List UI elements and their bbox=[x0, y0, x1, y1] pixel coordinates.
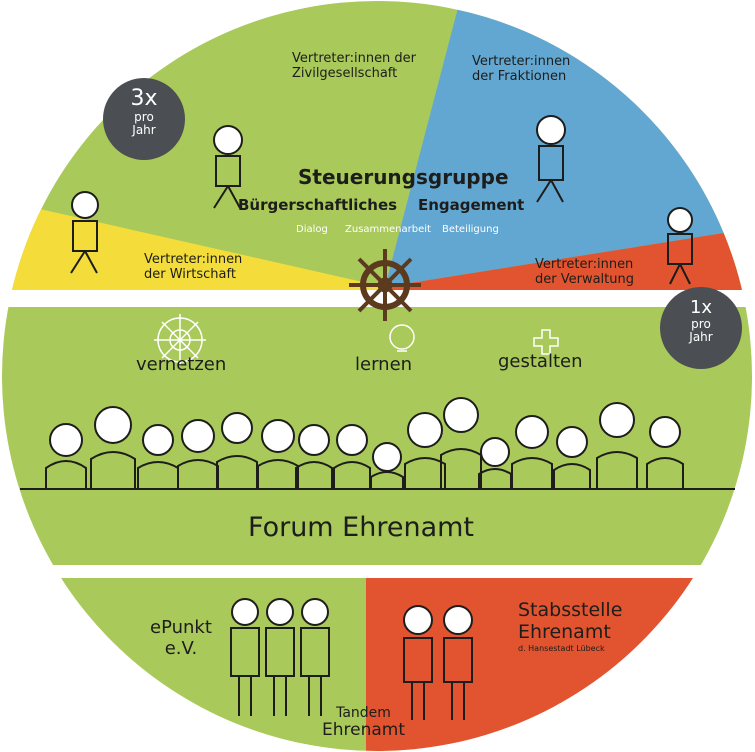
frequency-pro: pro bbox=[134, 110, 154, 124]
people-crowd-icon bbox=[45, 115, 693, 720]
stabsstelle-label: Stabsstelle Ehrenamt d. Hansestadt Lübec… bbox=[518, 599, 623, 653]
stabsstelle-line3: d. Hansestadt Lübeck bbox=[518, 643, 605, 653]
steering-frequency-badge: 3x pro Jahr bbox=[103, 78, 185, 160]
group-label-line1: Vertreter:innen bbox=[472, 54, 571, 69]
frequency-jahr: Jahr bbox=[132, 123, 156, 138]
activity-gestalten: gestalten bbox=[498, 351, 583, 372]
group-label-line2: der Verwaltung bbox=[535, 271, 634, 287]
group-factions: Vertreter:innen der Fraktionen bbox=[472, 54, 571, 85]
group-label-line2: der Fraktionen bbox=[472, 68, 567, 84]
frequency-pro: pro bbox=[691, 317, 711, 331]
frequency-count: 1x bbox=[689, 297, 713, 318]
group-label-line2: der Wirtschaft bbox=[144, 266, 236, 282]
group-economy: Vertreter:innen der Wirtschaft bbox=[144, 252, 243, 283]
keyword-beteiligung: Beteiligung bbox=[442, 224, 499, 235]
ship-wheel-icon bbox=[349, 249, 421, 321]
group-administration: Vertreter:innen der Verwaltung bbox=[535, 257, 634, 288]
tandem-label: Tandem Ehrenamt bbox=[322, 705, 405, 741]
keyword-dialog: Dialog bbox=[296, 224, 328, 235]
tandem-line2: Ehrenamt bbox=[322, 720, 406, 741]
epunkt-line2: e.V. bbox=[164, 637, 198, 659]
stabsstelle-line2: Ehrenamt bbox=[518, 620, 611, 643]
administration-segment bbox=[385, 228, 752, 290]
frequency-jahr: Jahr bbox=[689, 330, 713, 345]
frequency-count: 3x bbox=[130, 86, 158, 111]
group-label-line2: Zivilgesellschaft bbox=[292, 65, 398, 81]
steering-subtitle-left: Bürgerschaftliches bbox=[238, 196, 398, 214]
plus-icon bbox=[533, 329, 559, 355]
activity-lernen: lernen bbox=[355, 354, 413, 375]
lightbulb-icon bbox=[389, 324, 415, 352]
group-civil-society: Vertreter:innen der Zivilgesellschaft bbox=[292, 51, 417, 82]
steering-subtitle-right: Engagement bbox=[418, 196, 525, 214]
tandem-line1: Tandem bbox=[336, 705, 391, 721]
steering-title: Steuerungsgruppe bbox=[298, 165, 509, 189]
stabsstelle-line1: Stabsstelle bbox=[518, 599, 623, 621]
keyword-zusammenarbeit: Zusammenarbeit bbox=[345, 224, 431, 235]
spider-web-icon bbox=[154, 314, 206, 366]
forum-title: Forum Ehrenamt bbox=[248, 512, 475, 543]
group-label-line1: Vertreter:innen bbox=[144, 252, 243, 267]
group-label-line1: Vertreter:innen bbox=[535, 257, 634, 272]
epunkt-label: ePunkt e.V. bbox=[150, 617, 212, 659]
forum-frequency-badge: 1x pro Jahr bbox=[660, 287, 742, 369]
group-label-line1: Vertreter:innen der bbox=[292, 51, 417, 66]
epunkt-line1: ePunkt bbox=[150, 617, 212, 638]
activity-vernetzen: vernetzen bbox=[136, 354, 227, 375]
